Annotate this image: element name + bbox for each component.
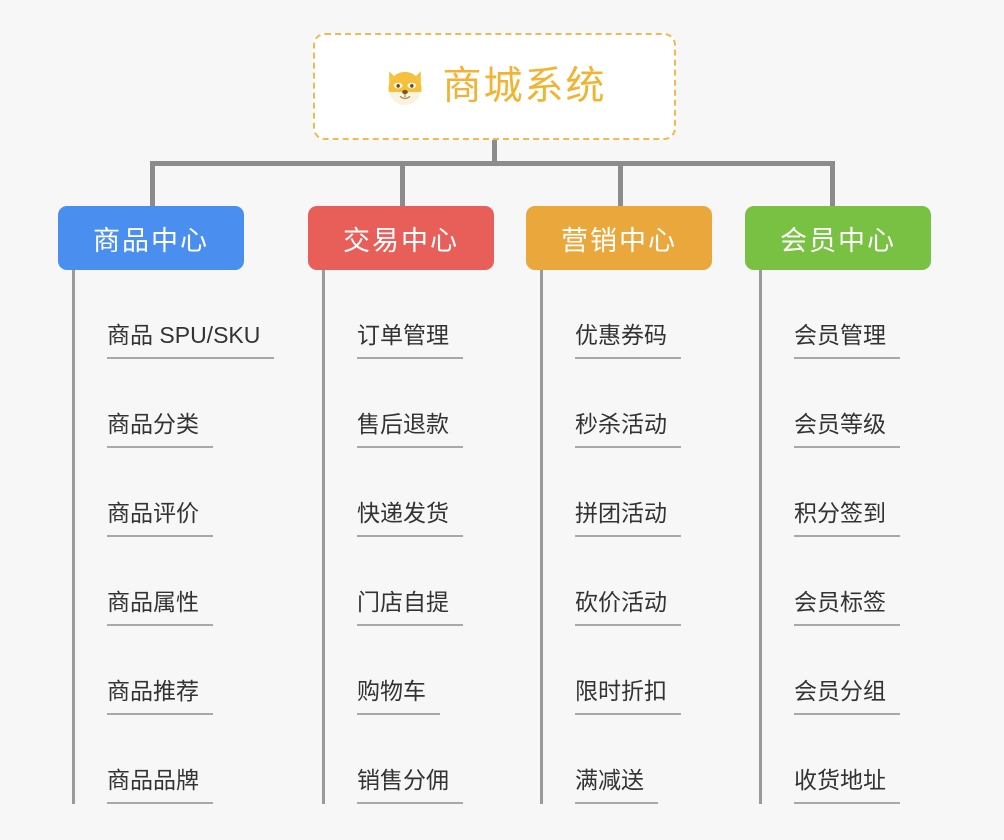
leaf-label: 积分签到 — [794, 500, 900, 537]
leaf-item[interactable]: 销售分佣 — [325, 715, 518, 804]
connector-drop-trade-center — [400, 161, 405, 209]
leaf-item[interactable]: 订单管理 — [325, 270, 518, 359]
leaf-label: 优惠券码 — [575, 322, 681, 359]
connector-drop-product-center — [150, 161, 155, 209]
connector-root-stem — [492, 140, 497, 164]
leaf-label: 商品品牌 — [107, 767, 213, 804]
leaf-item[interactable]: 优惠券码 — [543, 270, 736, 359]
category-column-member-center: 会员中心 会员管理 会员等级 积分签到 会员标签 会员分组 收货地址 — [745, 206, 955, 820]
leaf-list-trade-center: 订单管理 售后退款 快递发货 门店自提 购物车 销售分佣 — [322, 270, 518, 804]
leaf-item[interactable]: 会员标签 — [762, 537, 955, 626]
leaf-item[interactable]: 购物车 — [325, 626, 518, 715]
leaf-label: 会员等级 — [794, 411, 900, 448]
leaf-item[interactable]: 收货地址 — [762, 715, 955, 804]
leaf-label: 会员标签 — [794, 589, 900, 626]
leaf-item[interactable]: 商品 SPU/SKU — [75, 270, 275, 359]
connector-bus — [150, 161, 835, 166]
category-title: 商品中心 — [93, 225, 209, 256]
leaf-label: 会员分组 — [794, 678, 900, 715]
leaf-item[interactable]: 秒杀活动 — [543, 359, 736, 448]
category-column-marketing-center: 营销中心 优惠券码 秒杀活动 拼团活动 砍价活动 限时折扣 满减送 — [526, 206, 736, 820]
leaf-label: 拼团活动 — [575, 500, 681, 537]
dog-face-icon — [388, 70, 423, 105]
leaf-label: 订单管理 — [357, 322, 463, 359]
connector-drop-member-center — [830, 161, 835, 209]
leaf-label: 商品分类 — [107, 411, 213, 448]
leaf-item[interactable]: 积分签到 — [762, 448, 955, 537]
leaf-list-member-center: 会员管理 会员等级 积分签到 会员标签 会员分组 收货地址 — [759, 270, 955, 804]
category-title: 会员中心 — [780, 225, 896, 256]
leaf-label: 商品属性 — [107, 589, 213, 626]
leaf-label: 商品 SPU/SKU — [107, 322, 275, 359]
category-header-product-center[interactable]: 商品中心 — [58, 206, 244, 270]
leaf-list-product-center: 商品 SPU/SKU 商品分类 商品评价 商品属性 商品推荐 商品品牌 — [72, 270, 275, 804]
leaf-label: 砍价活动 — [575, 589, 681, 626]
connector-drop-marketing-center — [618, 161, 623, 209]
leaf-item[interactable]: 砍价活动 — [543, 537, 736, 626]
leaf-label: 购物车 — [357, 678, 440, 715]
leaf-item[interactable]: 快递发货 — [325, 448, 518, 537]
leaf-label: 满减送 — [575, 767, 658, 804]
leaf-item[interactable]: 商品分类 — [75, 359, 268, 448]
category-title: 交易中心 — [343, 225, 459, 256]
category-title: 营销中心 — [561, 225, 677, 256]
leaf-item[interactable]: 商品评价 — [75, 448, 268, 537]
category-header-trade-center[interactable]: 交易中心 — [308, 206, 494, 270]
leaf-item[interactable]: 售后退款 — [325, 359, 518, 448]
leaf-label: 商品推荐 — [107, 678, 213, 715]
leaf-label: 销售分佣 — [357, 767, 463, 804]
leaf-item[interactable]: 商品属性 — [75, 537, 268, 626]
leaf-label: 会员管理 — [794, 322, 900, 359]
leaf-label: 门店自提 — [357, 589, 463, 626]
leaf-item[interactable]: 限时折扣 — [543, 626, 736, 715]
category-header-member-center[interactable]: 会员中心 — [745, 206, 931, 270]
root-node[interactable]: 商城系统 — [313, 33, 676, 140]
leaf-item[interactable]: 满减送 — [543, 715, 736, 804]
leaf-list-marketing-center: 优惠券码 秒杀活动 拼团活动 砍价活动 限时折扣 满减送 — [540, 270, 736, 804]
leaf-label: 秒杀活动 — [575, 411, 681, 448]
leaf-label: 限时折扣 — [575, 678, 681, 715]
leaf-label: 快递发货 — [357, 500, 463, 537]
category-column-product-center: 商品中心 商品 SPU/SKU 商品分类 商品评价 商品属性 商品推荐 商品品牌 — [58, 206, 275, 820]
category-header-marketing-center[interactable]: 营销中心 — [526, 206, 712, 270]
leaf-item[interactable]: 商品品牌 — [75, 715, 268, 804]
leaf-item[interactable]: 会员分组 — [762, 626, 955, 715]
leaf-item[interactable]: 商品推荐 — [75, 626, 268, 715]
root-title: 商城系统 — [442, 65, 607, 108]
leaf-label: 收货地址 — [794, 767, 900, 804]
leaf-item[interactable]: 拼团活动 — [543, 448, 736, 537]
leaf-label: 商品评价 — [107, 500, 213, 537]
category-column-trade-center: 交易中心 订单管理 售后退款 快递发货 门店自提 购物车 销售分佣 — [308, 206, 518, 820]
leaf-item[interactable]: 会员管理 — [762, 270, 955, 359]
leaf-item[interactable]: 门店自提 — [325, 537, 518, 626]
leaf-item[interactable]: 会员等级 — [762, 359, 955, 448]
leaf-label: 售后退款 — [357, 411, 463, 448]
